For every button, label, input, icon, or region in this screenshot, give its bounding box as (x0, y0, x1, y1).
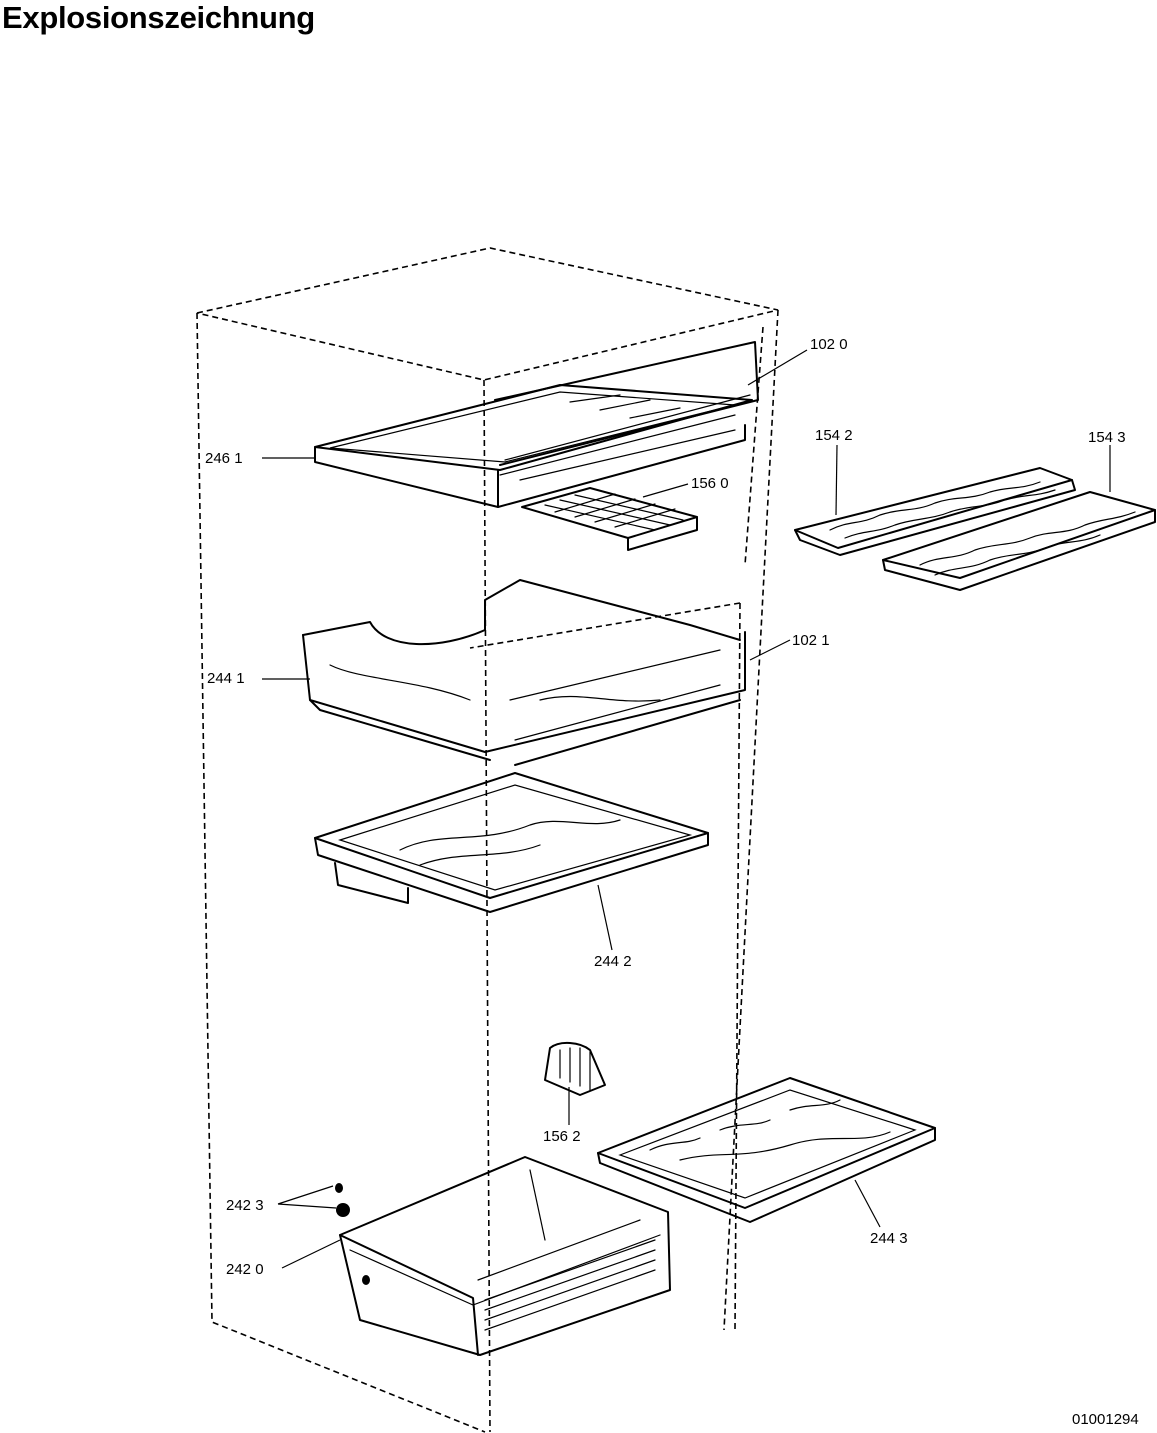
label-242-0: 242 0 (226, 1261, 264, 1278)
part-glass-shelf-middle (314, 772, 709, 913)
leader-lines (262, 349, 1111, 1269)
label-242-3: 242 3 (226, 1197, 264, 1214)
part-small-shelf-left (794, 467, 1076, 556)
label-156-0: 156 0 (691, 475, 729, 492)
label-154-3: 154 3 (1088, 429, 1126, 446)
label-154-2: 154 2 (815, 427, 853, 444)
part-bottle-holder (544, 1042, 606, 1096)
label-244-1: 244 1 (207, 670, 245, 687)
label-156-2: 156 2 (543, 1128, 581, 1145)
part-ice-cube-tray (521, 487, 698, 551)
part-freezer-drawer (302, 579, 746, 766)
part-glass-shelf-top (314, 384, 753, 508)
label-246-1: 246 1 (205, 450, 243, 467)
part-shelf-flap-top (494, 341, 759, 481)
part-glass-shelf-bottom (597, 1077, 936, 1223)
part-crisper-drawer (339, 1156, 671, 1356)
label-244-3: 244 3 (870, 1230, 908, 1247)
cabinet-outline (196, 247, 779, 1433)
label-102-0: 102 0 (810, 336, 848, 353)
part-clips (335, 1183, 370, 1285)
part-small-shelf-right (882, 491, 1156, 591)
document-number: 01001294 (1072, 1411, 1139, 1428)
page-title: Explosionszeichnung (2, 0, 315, 35)
label-102-1: 102 1 (792, 632, 830, 649)
label-244-2: 244 2 (594, 953, 632, 970)
